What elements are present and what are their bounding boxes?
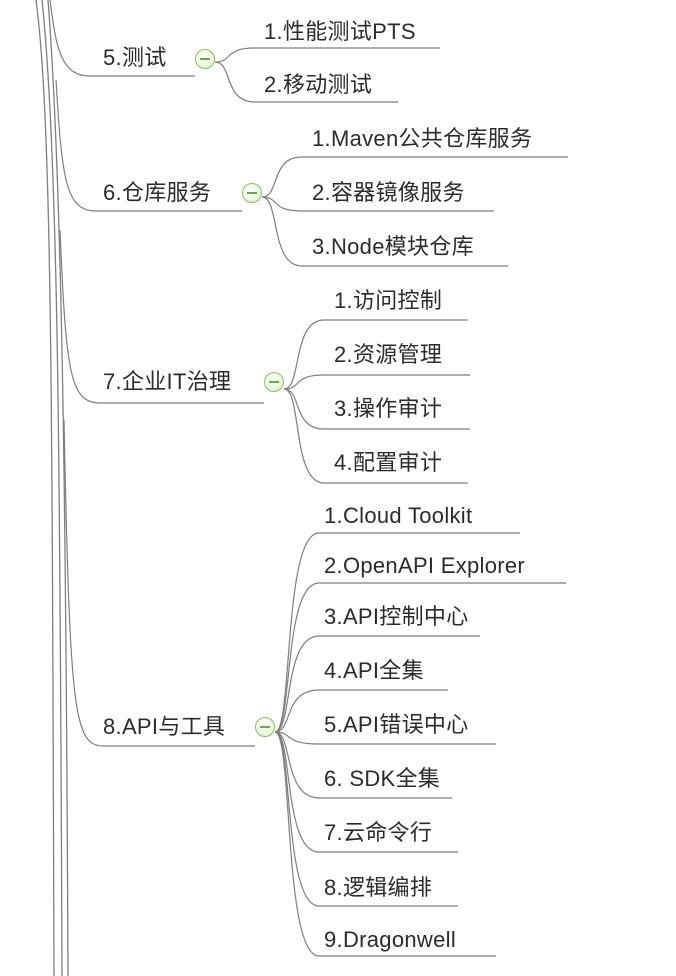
child-connector-3-6 (274, 731, 458, 853)
topic-repo-3[interactable]: 3.Node模块仓库 (312, 234, 474, 259)
child-connector-3-2 (274, 635, 480, 733)
child-connector-3-4 (274, 731, 496, 745)
topic-it-2[interactable]: 2.资源管理 (334, 342, 443, 367)
collapse-icon-it-governance[interactable] (264, 372, 284, 392)
child-connector-2-0 (283, 319, 468, 390)
child-connector-1-2 (261, 196, 508, 267)
child-connector-3-5 (274, 731, 452, 799)
group-label-api-tools[interactable]: 8.API与工具 (103, 714, 226, 739)
topic-repo-2[interactable]: 2.容器镜像服务 (312, 180, 465, 205)
child-connector-2-2 (283, 388, 470, 430)
child-connector-1-0 (261, 156, 568, 198)
child-connector-3-0 (274, 532, 520, 733)
group-curve-2 (59, 229, 101, 404)
group-label-repo[interactable]: 6.仓库服务 (103, 180, 212, 205)
child-connector-2-1 (283, 374, 470, 390)
topic-api-8[interactable]: 8.逻辑编排 (324, 875, 433, 900)
topic-api-9[interactable]: 9.Dragonwell (324, 927, 457, 952)
topic-api-1[interactable]: 1.Cloud Toolkit (324, 503, 473, 528)
collapse-icon-repo[interactable] (242, 183, 262, 203)
trunk-line-3 (47, 0, 69, 976)
topic-api-5[interactable]: 5.API错误中心 (324, 712, 469, 737)
group-curve-0 (49, 0, 91, 77)
collapse-icon-test[interactable] (195, 49, 215, 69)
topic-repo-1[interactable]: 1.Maven公共仓库服务 (312, 126, 533, 151)
group-curve-1 (55, 79, 97, 212)
trunk-line-1 (35, 0, 55, 976)
topic-it-4[interactable]: 4.配置审计 (334, 450, 443, 475)
topic-api-2[interactable]: 2.OpenAPI Explorer (324, 553, 526, 578)
topic-test-2[interactable]: 2.移动测试 (264, 72, 373, 97)
child-connector-2-3 (283, 388, 468, 484)
topic-test-1[interactable]: 1.性能测试PTS (264, 19, 416, 44)
child-connector-3-8 (274, 731, 496, 957)
child-connector-1-1 (261, 196, 494, 212)
child-connector-0-0 (214, 47, 440, 63)
group-curve-3 (63, 419, 105, 747)
topic-it-1[interactable]: 1.访问控制 (334, 288, 443, 313)
topic-api-6[interactable]: 6. SDK全集 (324, 766, 441, 791)
child-connector-3-3 (274, 689, 448, 733)
child-connector-3-1 (274, 582, 566, 733)
topic-api-3[interactable]: 3.API控制中心 (324, 604, 469, 629)
child-connector-0-1 (214, 61, 398, 103)
topic-it-3[interactable]: 3.操作审计 (334, 396, 443, 421)
group-label-test[interactable]: 5.测试 (103, 45, 167, 70)
trunk-line-2 (41, 0, 63, 976)
topic-api-4[interactable]: 4.API全集 (324, 658, 424, 683)
topic-api-7[interactable]: 7.云命令行 (324, 820, 433, 845)
group-label-it-governance[interactable]: 7.企业IT治理 (103, 369, 232, 394)
collapse-icon-api-tools[interactable] (255, 717, 275, 737)
